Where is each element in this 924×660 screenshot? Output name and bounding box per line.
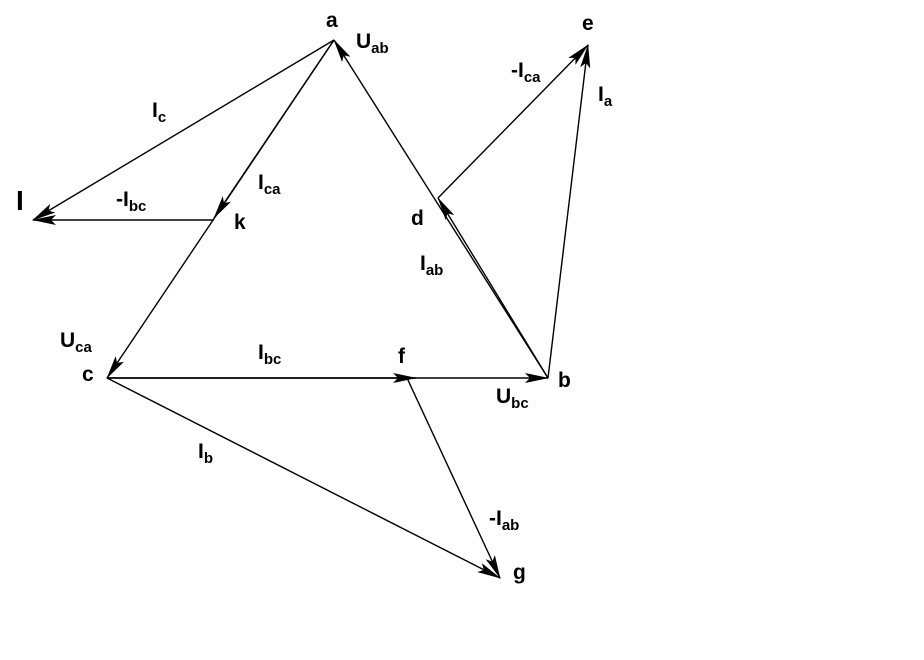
point-e: e — [582, 12, 594, 35]
vector-neg-ica — [437, 44, 589, 199]
point-k: k — [234, 211, 246, 234]
label-i-bc: Ibc — [258, 341, 281, 368]
label-u-ca: Uca — [60, 329, 93, 356]
label-neg-ica: -Ica — [511, 59, 541, 86]
point-f: f — [398, 345, 406, 368]
label-neg-ibc: -Ibc — [116, 188, 146, 215]
vector-i-a — [547, 44, 591, 379]
label-i-ca: Ica — [258, 171, 281, 198]
vector-i-ab — [437, 197, 549, 379]
point-a: a — [326, 9, 338, 32]
vector-i-c — [32, 39, 335, 221]
label-u-bc: Ubc — [496, 385, 529, 412]
label-i-c: Ic — [152, 99, 166, 126]
label-i-ab: Iab — [420, 252, 443, 279]
label-u-ab: Uab — [356, 30, 389, 57]
point-d: d — [411, 207, 424, 230]
label-i-a: Ia — [598, 83, 613, 110]
label-i-b: Ib — [198, 440, 213, 467]
point-c: c — [82, 363, 94, 386]
vector-i-b — [106, 377, 501, 579]
point-b: b — [558, 369, 571, 392]
vector-u-ab — [333, 39, 549, 379]
vector-neg-iab — [406, 377, 501, 579]
label-neg-iab: -Iab — [489, 507, 519, 534]
vector-i-ca — [213, 39, 335, 219]
label-i-total: I — [16, 185, 24, 216]
point-g: g — [513, 561, 526, 584]
